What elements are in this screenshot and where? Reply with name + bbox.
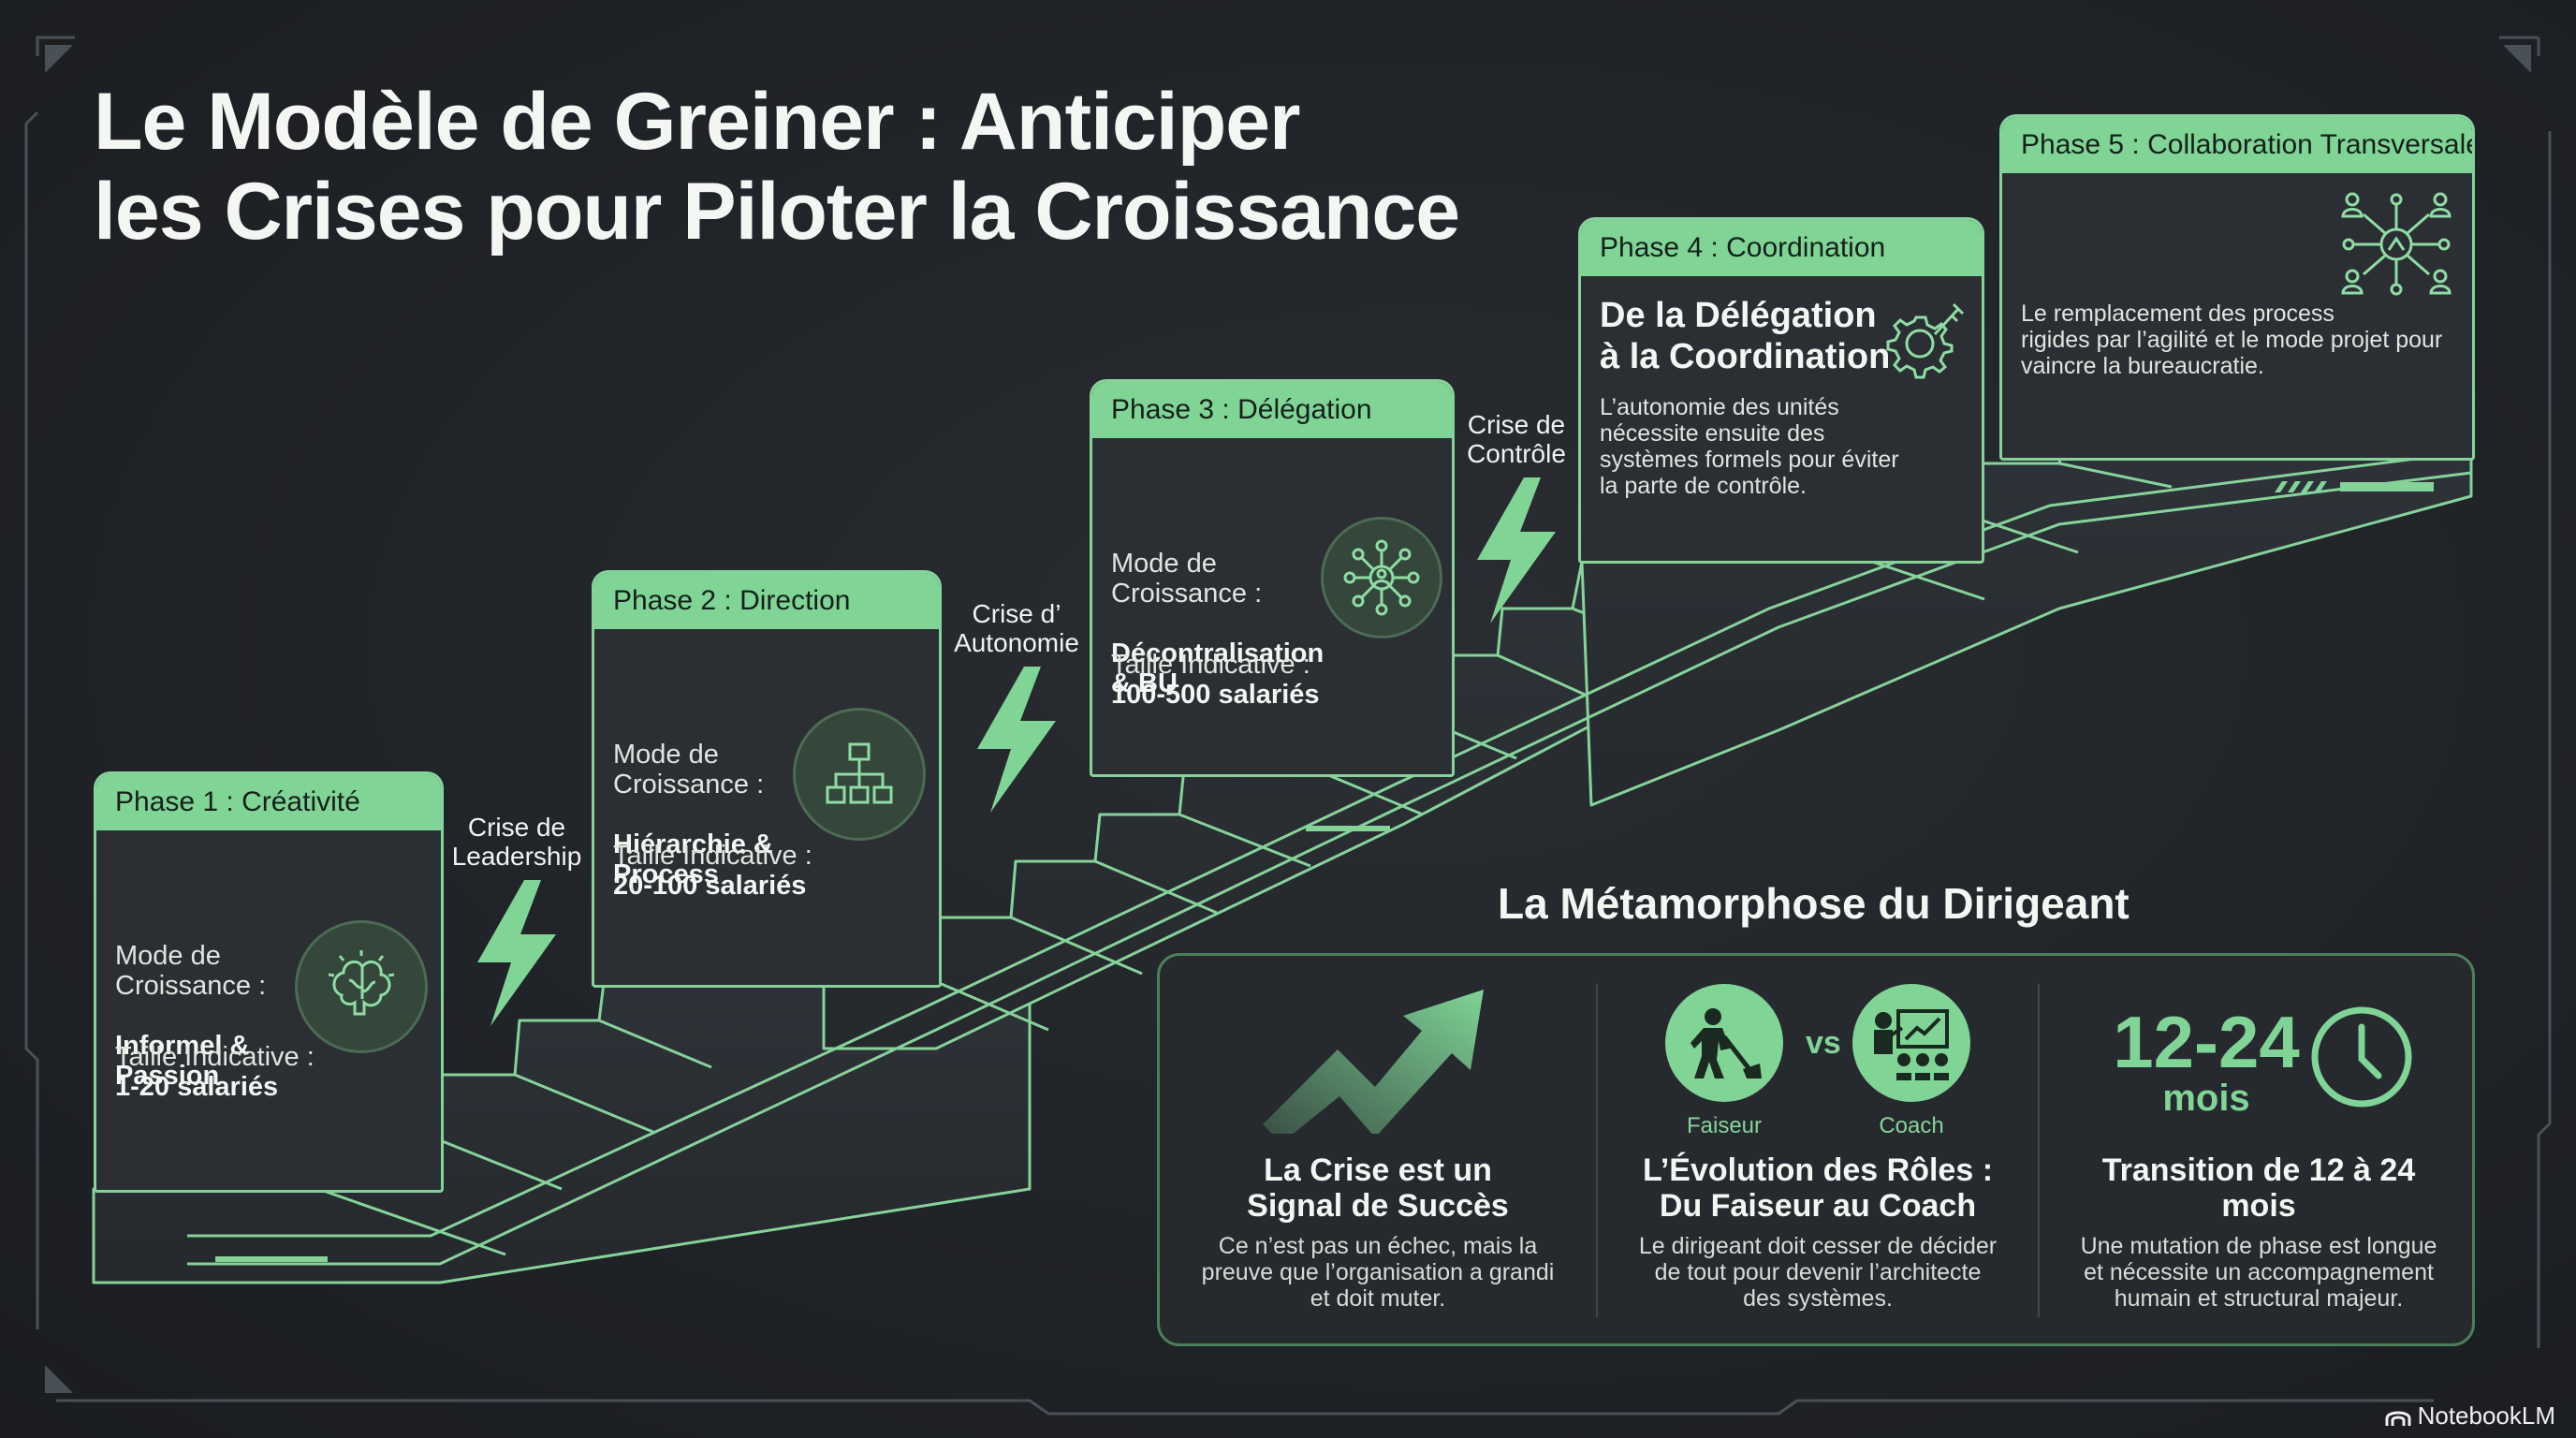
title-line-2: les Crises pour Piloter la Croissance (94, 167, 1460, 257)
team-network-icon (2335, 186, 2457, 309)
notebooklm-watermark: NotebookLM (2384, 1401, 2555, 1431)
col3-title: Transition de 12 à 24 mois (2101, 1152, 2416, 1224)
phase-2-size-value: 20-100 salariés (613, 871, 807, 901)
main-title: Le Modèle de Greiner : Anticiper les Cri… (94, 77, 1591, 257)
phase-2-header: Phase 2 : Direction (594, 573, 939, 629)
phase-2-card: Phase 2 : Direction Mode de Croissance :… (592, 570, 942, 988)
faiseur-label: Faiseur (1686, 1113, 1763, 1138)
phase-2-mode-label: Mode de Croissance : (613, 740, 765, 800)
col1-title: La Crise est un Signal de Succès (1247, 1152, 1509, 1224)
phase-5-card: Phase 5 : Collaboration Transversale Le … (1999, 114, 2475, 461)
phase-3-size-value: 100-500 salariés (1111, 680, 1320, 710)
divider (2038, 984, 2040, 1317)
phase-5-header: Phase 5 : Collaboration Transversale (2002, 117, 2472, 173)
phase-3-body: Mode de Croissance : Décontralisation & … (1092, 438, 1452, 710)
phase-5-description: Le remplacement des process rigides par … (2021, 301, 2443, 379)
phase-1-header: Phase 1 : Créativité (96, 774, 441, 830)
phase-3-size-label: Taille Indicative : (1111, 650, 1310, 680)
clock-icon (2309, 1005, 2414, 1114)
phase-3-header: Phase 3 : Délégation (1092, 382, 1452, 438)
metamorphose-panel: La Crise est un Signal de Succès Ce n’es… (1157, 953, 2475, 1346)
worker-shovel-icon (1665, 984, 1783, 1102)
phase-1-card: Phase 1 : Créativité Mode de Croissance … (94, 771, 444, 1193)
watermark-text: NotebookLM (2417, 1401, 2555, 1430)
crisis-leadership: Crise de Leadership (440, 813, 593, 1032)
metamorphose-title: La Métamorphose du Dirigeant (1498, 879, 2130, 928)
duration-unit: mois (2162, 1078, 2250, 1119)
network-person-icon (1321, 517, 1442, 638)
coach-label: Coach (1879, 1113, 1944, 1138)
phase-1-body: Mode de Croissance : Informel & Passion … (96, 830, 441, 1102)
crisis-leadership-label: Crise de Leadership (451, 813, 582, 871)
phase-1-mode-value: Informel & Passion (115, 1031, 250, 1091)
col2-title: L’Évolution des Rôles : Du Faiseur au Co… (1642, 1152, 1994, 1224)
phase-2-body: Mode de Croissance : Hiérarchie & Proces… (594, 629, 939, 901)
phase-4-description: L’autonomie des unités nécessite ensuite… (1600, 394, 1899, 499)
crisis-autonomie-label: Crise d’ Autonomie (954, 599, 1079, 657)
gears-icon (1879, 297, 1969, 393)
vs-label: vs (1806, 1025, 1841, 1061)
phase-5-body: Le remplacement des process rigides par … (2002, 173, 2472, 379)
phase-3-mode-value: Décontralisation & BU (1111, 638, 1325, 698)
phase-3-mode-label: Mode de Croissance : (1111, 549, 1263, 609)
phase-2-mode-value: Hiérarchie & Process (613, 829, 773, 889)
lightning-icon (1477, 477, 1556, 624)
duration-number: 12-24 (2113, 1001, 2300, 1083)
phase-4-body: De la Délégation à la Coordination L’aut… (1581, 276, 1982, 499)
phase-1-size-value: 1-20 salariés (115, 1072, 279, 1102)
col1-text: Ce n’est pas un échec, mais la preuve qu… (1201, 1233, 1555, 1312)
phase-1-size-label: Taille Indicative : (115, 1042, 315, 1072)
phase-4-headline: De la Délégation à la Coordination (1600, 296, 1891, 376)
notebooklm-logo-icon (2385, 1411, 2411, 1426)
trend-up-arrow-icon (1263, 984, 1487, 1143)
crisis-controle-label: Crise de Contrôle (1467, 410, 1566, 468)
brain-icon (295, 920, 428, 1053)
col3-text: Une mutation de phase est longue et néce… (2080, 1233, 2437, 1312)
crisis-controle: Crise de Contrôle (1455, 410, 1578, 629)
phase-2-size-label: Taille Indicative : (613, 841, 812, 871)
col2-text: Le dirigeant doit cesser de décider de t… (1638, 1233, 1998, 1312)
phase-4-header: Phase 4 : Coordination (1581, 220, 1982, 276)
phase-3-card: Phase 3 : Délégation Mode de Croissance … (1090, 379, 1455, 777)
title-line-1: Le Modèle de Greiner : Anticiper (94, 77, 1301, 167)
org-chart-icon (793, 708, 926, 841)
phase-1-mode-label: Mode de Croissance : (115, 941, 267, 1001)
divider (1596, 984, 1598, 1317)
lightning-icon (977, 667, 1056, 813)
coach-presentation-icon (1852, 984, 1970, 1102)
crisis-autonomie: Crise d’ Autonomie (940, 599, 1093, 818)
phase-4-card: Phase 4 : Coordination De la Délégation … (1578, 217, 1984, 564)
lightning-icon (477, 880, 556, 1026)
